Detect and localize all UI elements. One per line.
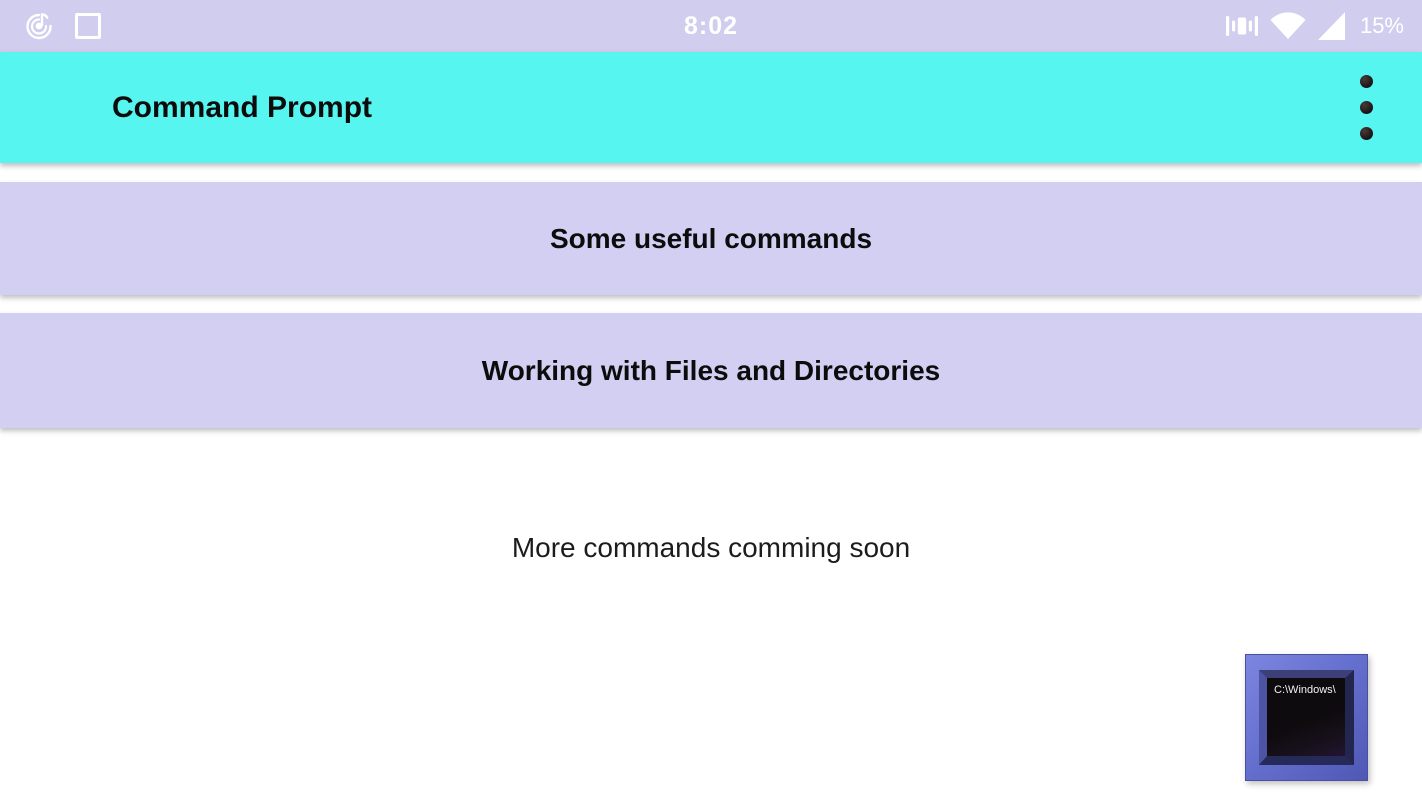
music-note-disc-icon (23, 10, 55, 42)
app-header: Command Prompt (0, 52, 1422, 163)
logo-screen-text: C:\Windows\ (1274, 684, 1336, 696)
card-some-useful-commands[interactable]: Some useful commands (0, 182, 1422, 295)
status-bar: 8:02 15% (0, 0, 1422, 52)
cellular-signal-icon (1317, 11, 1347, 41)
overflow-dot (1359, 75, 1373, 88)
card-label: Some useful commands (549, 222, 873, 254)
status-bar-right: 15% (1225, 10, 1404, 42)
square-outline-icon (75, 13, 101, 39)
status-bar-left (23, 10, 101, 42)
coming-soon-note: More commands comming soon (511, 532, 911, 563)
vibrate-icon (1225, 11, 1259, 41)
wifi-icon (1268, 10, 1308, 42)
overflow-dot (1359, 127, 1373, 140)
status-time: 8:02 (683, 11, 739, 40)
page-title: Command Prompt (112, 90, 373, 124)
battery-percent: 15% (1359, 13, 1404, 38)
overflow-dot (1359, 101, 1373, 114)
logo-screen: C:\Windows\ (1259, 670, 1354, 765)
overflow-menu-button[interactable] (1352, 52, 1380, 163)
card-working-with-files-and-directories[interactable]: Working with Files and Directories (0, 313, 1422, 428)
card-label: Working with Files and Directories (481, 354, 941, 386)
command-prompt-logo-image: C:\Windows\ (1245, 654, 1368, 781)
